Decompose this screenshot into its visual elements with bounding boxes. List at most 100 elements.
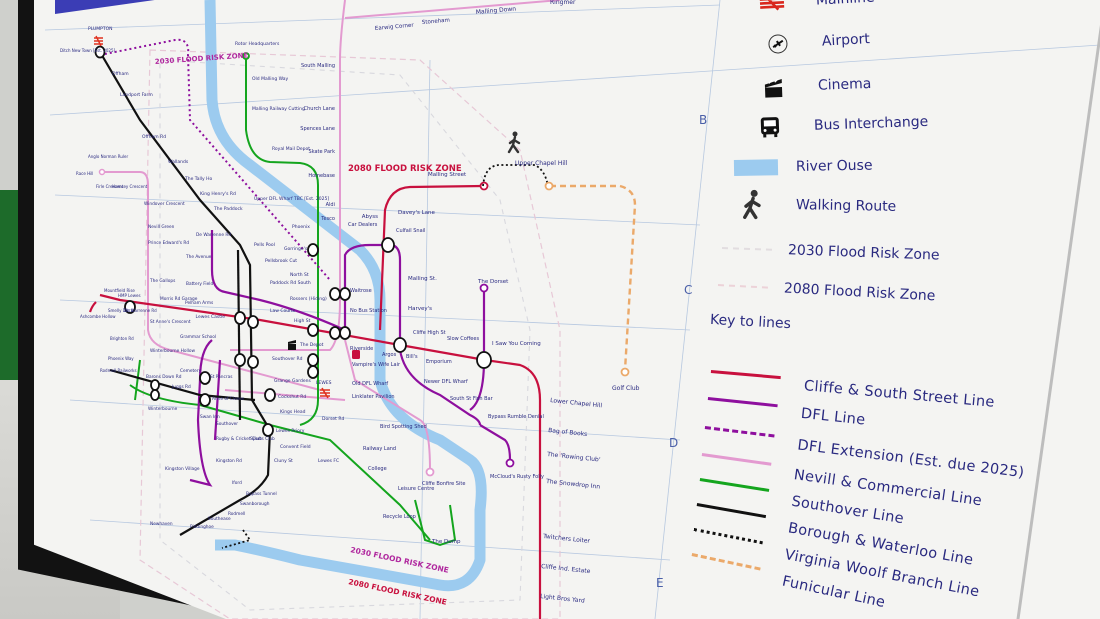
label-brighton-rd: Brighton Rd <box>110 336 134 341</box>
interchange-riverside-b[interactable] <box>339 326 351 340</box>
terminus-cliffe-bonfire[interactable] <box>425 467 435 477</box>
label-de-warrenne-2: De Warrenne Rd <box>124 308 157 313</box>
interchange-keere-st[interactable] <box>234 353 246 367</box>
label-the-dorset: The Dorset <box>477 279 509 285</box>
label-high-st: High St <box>294 318 311 324</box>
label-daveys-lane: Davey's Lane <box>398 210 436 216</box>
flood-2030-swatch <box>721 236 773 262</box>
label-southease: Southease <box>208 516 231 522</box>
interchange-hmp-lewes[interactable] <box>124 300 136 314</box>
label-pells-pool: Pells Pool <box>254 242 275 248</box>
interchange-gorringes[interactable] <box>307 243 319 257</box>
terminus-race-hill[interactable] <box>98 168 106 176</box>
interchange-waitrose-b[interactable] <box>339 287 351 301</box>
label-i-saw-you-coming: I Saw You Coming <box>492 341 541 347</box>
interchange-the-depot-b[interactable] <box>307 365 319 379</box>
legend-walking: Walking Route <box>732 189 897 220</box>
label-kingston-rd: Kingston Rd <box>216 458 242 464</box>
label-southover: Southover <box>216 421 238 427</box>
interchange-lewes-castle[interactable] <box>234 311 246 325</box>
interchange-anne-of-cleves[interactable] <box>199 393 211 407</box>
interchange-the-depot-a[interactable] <box>307 353 319 367</box>
cinema-icon <box>754 75 795 100</box>
label-rodmell: Rodmell <box>228 511 245 517</box>
label-pelham-arms: Pelham Arms <box>185 300 214 306</box>
interchange-waitrose-a[interactable] <box>329 287 341 301</box>
grid-letter-d: D <box>669 436 679 450</box>
label-lewes-fc: Lewes FC <box>318 458 339 464</box>
label-church-lane: Church Lane <box>304 106 335 112</box>
label-rossers: Rossers (Hiding) <box>290 296 327 302</box>
interchange-law-courts[interactable] <box>247 315 259 329</box>
label-bag-of-books: Bag of Books <box>548 427 588 438</box>
funicular-line-swatch <box>691 552 761 571</box>
legend-bus-label: Bus Interchange <box>813 113 929 134</box>
label-piddinghoe: Piddinghoe <box>190 524 214 530</box>
terminus-mccclouds[interactable] <box>505 458 515 468</box>
grid-letter-b: B <box>699 113 708 127</box>
interchange-high-st[interactable] <box>307 323 319 337</box>
label-battery-field: Battery Field <box>186 281 213 287</box>
interchange-culfail-snail[interactable] <box>381 237 395 253</box>
label-bypass-rumble: Bypass Rumble Denial <box>488 414 544 420</box>
label-old-dfl-wharf: Old DFL Wharf <box>352 381 388 387</box>
label-tally-ho: The Tally Ho <box>184 176 213 182</box>
label-harveys: Harvey's <box>408 306 432 312</box>
label-cliffe-bonfire: Cliffe Bonfire Site <box>422 481 465 487</box>
label-the-dump: The Dump <box>431 539 461 545</box>
label-north-st: North St <box>290 272 309 278</box>
label-paddock: The Paddock <box>213 206 243 212</box>
label-rugby-cricket: Rugby & Cricket Club <box>216 436 262 442</box>
interchange-cockshut-rd[interactable] <box>264 388 276 402</box>
terminus-golf-club[interactable] <box>620 367 630 377</box>
interchange-stations <box>94 45 492 437</box>
interchange-barons-down-a[interactable] <box>150 379 160 391</box>
label-sports-club: Sports Club <box>250 436 275 442</box>
terminus-rotor-hq[interactable] <box>242 52 250 60</box>
grid-lines <box>44 0 1100 619</box>
label-stoneham: Stoneham <box>422 18 451 26</box>
nevill-line-swatch <box>701 452 772 466</box>
label-southover-rd: Southover Rd <box>272 356 303 362</box>
terminus-the-dorset[interactable] <box>479 283 489 293</box>
label-king-henrys: King Henry's Rd <box>200 191 236 197</box>
interchange-lewes-priory[interactable] <box>262 423 274 437</box>
legend-walking-label: Walking Route <box>795 197 897 215</box>
legend-mainline-label: Mainline <box>815 0 874 9</box>
label-ashcombe-hollow: Ashcombe Hollow <box>80 314 116 319</box>
label-college: College <box>368 466 387 472</box>
label-spences-lane: Spences Lane <box>300 126 335 132</box>
label-argos: Argos <box>382 352 397 358</box>
label-light-bros: Light Bros Yard <box>540 593 585 605</box>
interchange-riverside-a[interactable] <box>329 326 341 340</box>
label-the-avenue: The Avenue <box>185 254 212 260</box>
interchange-st-pancras[interactable] <box>199 371 211 385</box>
label-mccclouds: McCloud's Rusty Folly <box>490 474 544 480</box>
label-rotor-hq: Rotor Headquarters <box>235 41 280 47</box>
label-slow-coffees: Slow Coffees <box>447 336 479 342</box>
label-twitchers: Twitchers Loiter <box>542 533 591 545</box>
label-malling-down: Malling Down <box>476 5 517 16</box>
label-malling-street: Malling Street <box>428 172 467 178</box>
interchange-cliffe-high-st[interactable] <box>393 337 407 353</box>
label-cluny-st: Cluny St <box>274 458 293 464</box>
terminus-malling-street[interactable] <box>479 181 489 191</box>
label-pellsbrook: Pellsbrook Cut <box>265 258 297 264</box>
terminus-upper-chapel-hill[interactable] <box>544 181 554 191</box>
label-morris-rd: Morris Rd Garage <box>160 296 198 302</box>
label-skate-park: Skate Park <box>309 149 336 155</box>
interchange-barons-down-b[interactable] <box>150 389 160 401</box>
interchange-southover-rd[interactable] <box>247 355 259 369</box>
label-royal-mail: Royal Mail Depot <box>272 146 310 152</box>
interchange-plumpton[interactable] <box>94 45 106 59</box>
label-paddock-rd-south: Paddock Rd South <box>270 280 311 286</box>
label-cliffe-ind: Cliffe Ind. Estate <box>541 563 591 575</box>
bus-icon-map <box>352 350 360 359</box>
label-old-malling-way: Old Malling Way <box>252 76 289 82</box>
nevill-commercial-line <box>100 0 561 471</box>
dfl-line-swatch <box>707 396 778 407</box>
interchange-i-saw-you-coming[interactable] <box>476 351 492 369</box>
label-race-hill: Race Hill <box>76 171 93 176</box>
label-aldi: Aldi <box>326 202 335 208</box>
grid-letter-e: E <box>656 576 664 590</box>
